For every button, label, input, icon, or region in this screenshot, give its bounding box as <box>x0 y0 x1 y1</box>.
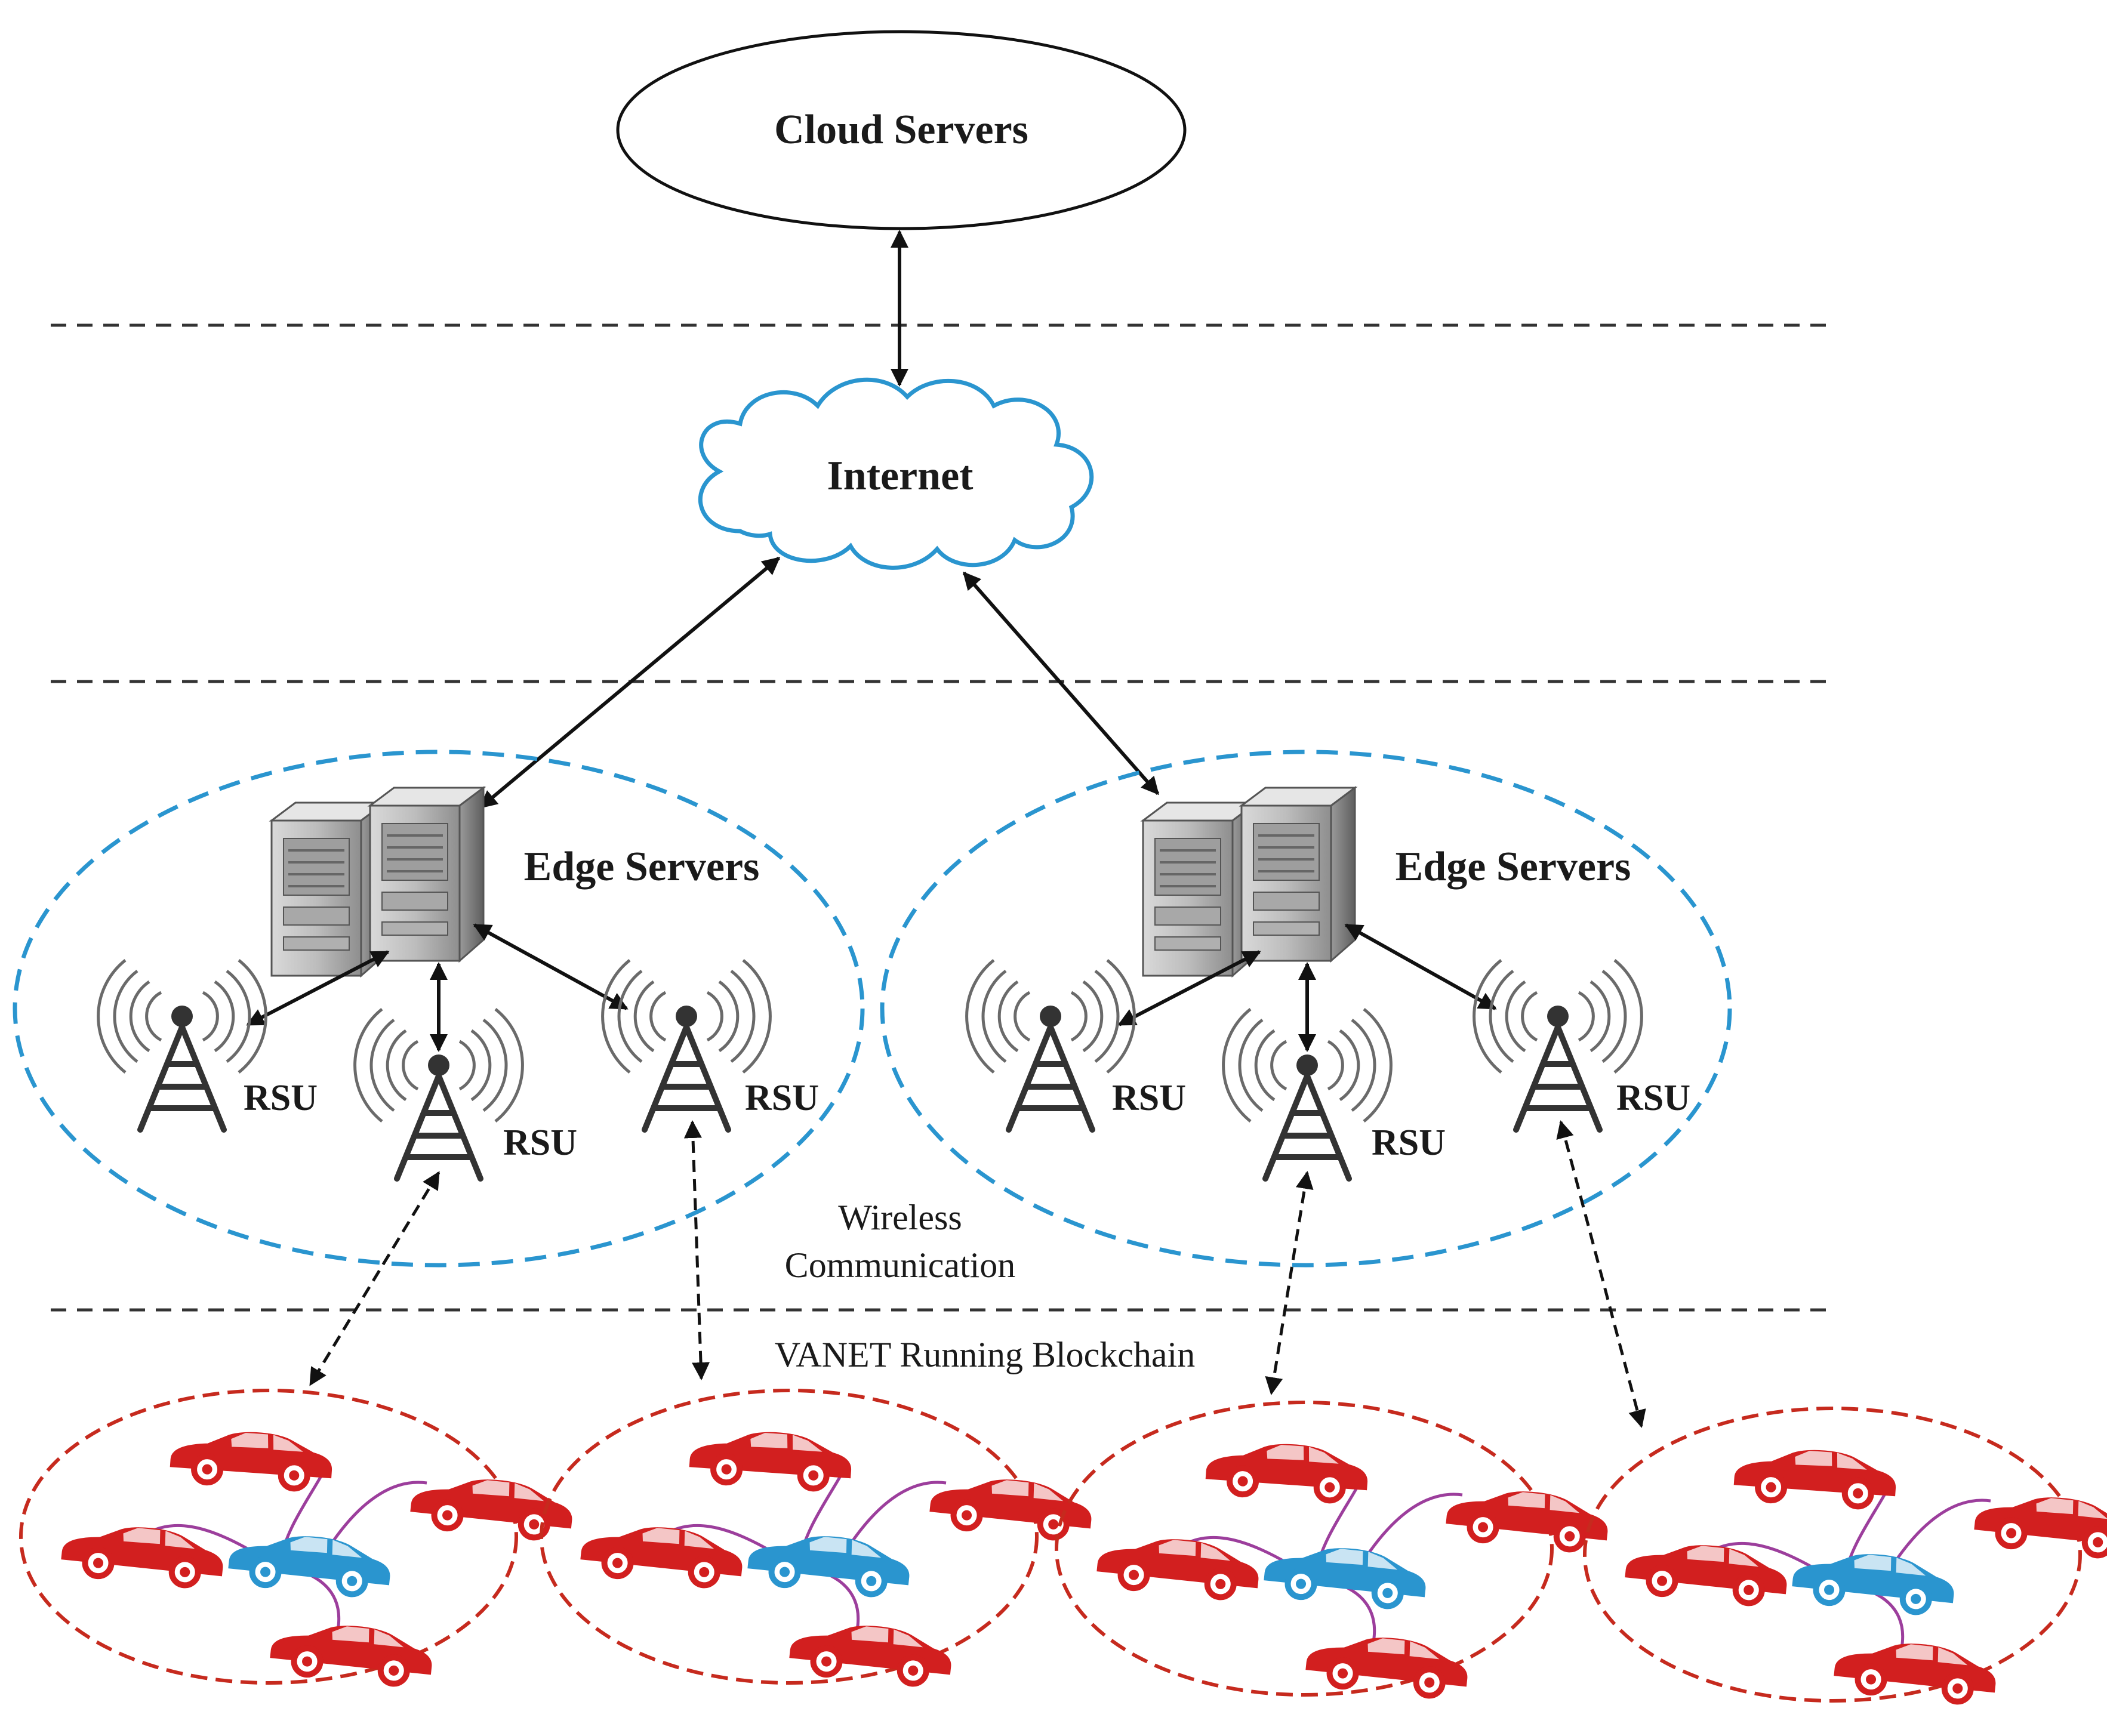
rsu-tower-icon <box>967 960 1135 1130</box>
server-rsu-link <box>1344 923 1497 1010</box>
rsu-label: RSU <box>1112 1078 1186 1118</box>
vehicle-group-icon <box>60 1427 575 1688</box>
vehicle-cluster <box>19 1389 575 1688</box>
cloud-servers-node <box>616 30 1187 230</box>
server-icon <box>1143 788 1355 976</box>
wireless-communication-label: Wireless <box>838 1198 962 1237</box>
edge-servers-label: Edge Servers <box>524 844 760 890</box>
cluster-boundary <box>1583 1407 2082 1703</box>
rsu-label: RSU <box>1616 1078 1690 1118</box>
wireless-link <box>1265 1171 1314 1395</box>
edge-servers-label: Edge Servers <box>1396 844 1631 890</box>
server-rsu-link <box>1117 950 1261 1026</box>
server-icon <box>272 788 483 976</box>
wireless-link <box>1556 1120 1646 1428</box>
internet-cloud-icon <box>698 377 1094 570</box>
vehicle-group-icon <box>580 1427 1095 1688</box>
rsu-label: RSU <box>1372 1123 1446 1163</box>
rsu-label: RSU <box>745 1078 819 1118</box>
rsu-label: RSU <box>244 1078 318 1118</box>
edge-group: Edge Servers RSU RSU RSU <box>880 750 1732 1268</box>
server-rsu-link <box>473 923 629 1010</box>
cloud-servers-label: Cloud Servers <box>774 107 1028 153</box>
wireless-link <box>683 1120 710 1380</box>
vehicle-group-icon <box>1624 1445 2107 1706</box>
vehicle-cluster <box>1055 1401 1611 1700</box>
rsu-label: RSU <box>503 1123 577 1163</box>
internet-label: Internet <box>827 453 974 499</box>
cluster-boundary <box>1055 1401 1554 1697</box>
wireless-communication-label: Communication <box>785 1245 1016 1285</box>
vehicle-cluster <box>540 1389 1095 1688</box>
vehicle-cluster <box>1583 1407 2107 1706</box>
rsu-tower-icon <box>98 960 266 1130</box>
vehicle-group-icon <box>1096 1439 1611 1700</box>
cluster-boundary <box>540 1389 1039 1685</box>
cluster-boundary <box>19 1389 518 1685</box>
server-rsu-link <box>246 950 390 1026</box>
internet-edge-link <box>962 571 1160 795</box>
internet-edge-link <box>479 556 781 809</box>
vanet-blockchain-label: VANET Running Blockchain <box>775 1335 1195 1374</box>
wireless-link <box>309 1171 441 1386</box>
edge-group: Edge Servers RSU RSU RSU <box>13 750 865 1268</box>
